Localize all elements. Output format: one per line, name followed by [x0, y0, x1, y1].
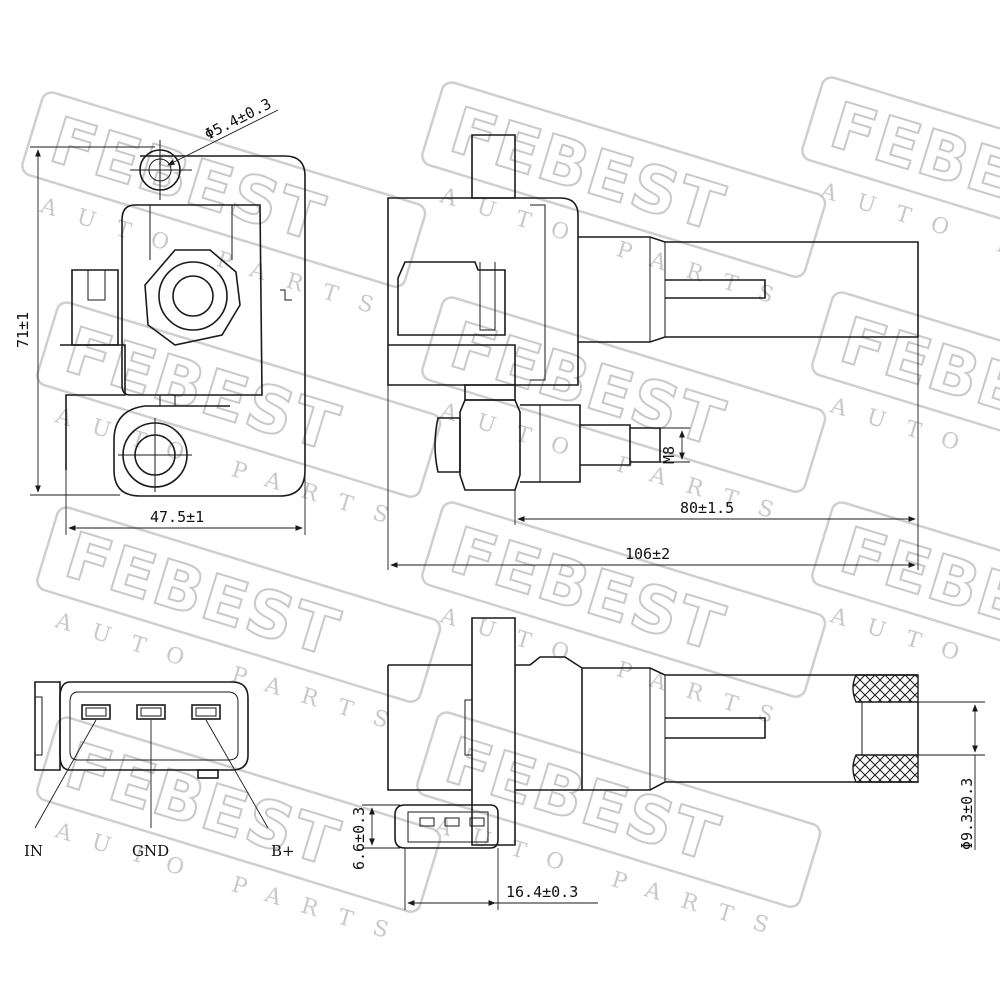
dim-width: 47.5±1	[65, 470, 306, 535]
probe-tip	[580, 424, 631, 466]
connector-face	[59, 681, 249, 771]
watermark-brand: FEBEST	[57, 519, 348, 672]
pin-bplus	[191, 704, 221, 720]
label-gnd: GND	[132, 842, 169, 860]
flange-plate	[113, 155, 306, 497]
top-view	[387, 617, 919, 849]
front-view	[60, 140, 306, 497]
watermark-mid-right: FEBEST AUTO PARTS	[811, 291, 1000, 525]
dim-total-length-text: 106±2	[625, 545, 670, 563]
dim-total-length: 106±2	[387, 385, 916, 570]
label-in: IN	[24, 842, 43, 860]
sensor-body	[121, 204, 263, 396]
dim-probe-length: 80±1.5	[514, 337, 919, 570]
pinout-view: IN GND B+	[24, 681, 295, 860]
watermark-bottom-center: FEBEST AUTO PARTS	[416, 711, 822, 945]
label-bplus: B+	[271, 842, 295, 860]
watermark-bottom-left: FEBEST AUTO PARTS	[36, 716, 442, 950]
dim-connector-height: 6.6±0.3	[350, 804, 400, 870]
dim-height: 71±1	[14, 146, 155, 496]
watermark-mid-left: FEBEST AUTO PARTS	[36, 301, 442, 535]
dim-probe-length-text: 80±1.5	[680, 499, 734, 517]
hex-nut	[144, 249, 241, 346]
pin-gnd	[136, 704, 166, 720]
cable-braid-bottom	[852, 754, 919, 783]
watermark-brand: FEBEST	[57, 729, 348, 882]
side-view	[387, 134, 919, 491]
dim-connector-width-text: 16.4±0.3	[506, 883, 578, 901]
dim-hole-dia-text: Φ5.4±0.3	[202, 95, 275, 144]
plug-connector	[394, 804, 499, 849]
dim-thread-text: M8	[660, 446, 678, 464]
dim-connector-height-text: 6.6±0.3	[350, 807, 368, 870]
dim-cable-dia: Φ9.3±0.3	[918, 701, 985, 850]
watermark-brand: FEBEST	[442, 514, 733, 667]
cable-braid-top	[852, 674, 919, 703]
pin-in	[81, 704, 111, 720]
cable-boot	[578, 236, 919, 343]
watermark-brand: FEBEST	[442, 94, 733, 247]
top-cable-boot	[582, 667, 918, 791]
watermark-brand: FEBEST	[42, 104, 333, 257]
flange-edge	[471, 617, 516, 846]
side-housing	[387, 197, 579, 386]
dim-height-text: 71±1	[14, 312, 32, 348]
dim-cable-dia-text: Φ9.3±0.3	[958, 778, 976, 850]
dim-width-text: 47.5±1	[150, 508, 204, 526]
dim-connector-width: 16.4±0.3	[404, 848, 598, 910]
watermark-top-right: FEBEST AUTO PARTS	[801, 76, 1000, 310]
watermark-mid-center: FEBEST AUTO PARTS	[421, 296, 827, 530]
dim-thread: M8	[660, 427, 690, 464]
